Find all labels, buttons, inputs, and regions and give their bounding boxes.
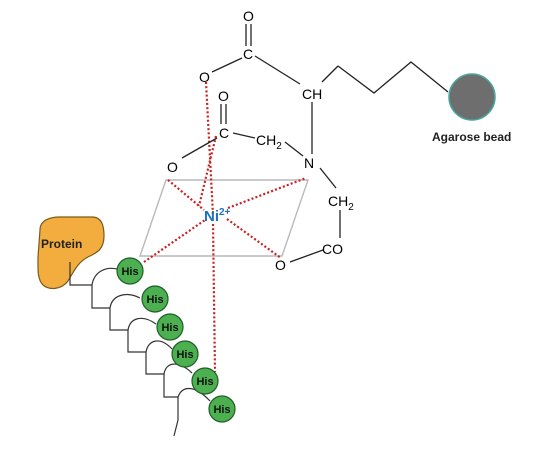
his-label-6: His (213, 404, 230, 416)
his-label-5: His (196, 376, 213, 388)
atom-c-top: C (243, 46, 253, 62)
coord-line-o-mid (197, 135, 218, 207)
his-label-1: His (121, 266, 138, 278)
nickel-ion-label: Ni2+ (204, 207, 231, 225)
coord-line-vertex-left (167, 179, 205, 211)
coord-line-his-bottom (211, 223, 217, 373)
nta-bonds (181, 24, 449, 263)
coord-line-o-ester (204, 81, 215, 216)
agarose-bead (448, 73, 496, 121)
linker-chain (337, 61, 449, 94)
his-label-4: His (176, 349, 193, 361)
atom-ch: CH (302, 86, 322, 102)
atom-o-ester: O (199, 69, 210, 85)
his-residue-4: His (171, 340, 199, 368)
his-label-3: His (161, 322, 178, 334)
coordination-plane (139, 179, 309, 257)
atom-o-left: O (167, 159, 178, 175)
coord-line-o-bottom (226, 218, 282, 259)
his-residue-2: His (141, 285, 169, 313)
atom-o-top: O (243, 8, 254, 24)
atom-o-mid: O (218, 88, 229, 104)
coord-line-n (227, 176, 307, 210)
atom-n: N (304, 155, 314, 171)
protein-label: Protein (41, 237, 82, 251)
atom-labels: O C O CH O C CH2 O N CH2 O CO (167, 8, 354, 273)
his-residue-1: His (116, 257, 144, 285)
atom-ch2-right: CH2 (328, 193, 354, 213)
atom-co: CO (322, 241, 343, 257)
his-residue-6: His (208, 395, 236, 423)
his-residue-3: His (156, 313, 184, 341)
protein-shape (37, 216, 105, 290)
his-residue-5: His (191, 367, 219, 395)
atom-o-bottom: O (275, 257, 286, 273)
coordination-bonds (143, 81, 307, 373)
his-label-2: His (146, 294, 163, 306)
atom-c-mid: C (219, 125, 229, 141)
atom-ch2-mid: CH2 (256, 132, 282, 152)
agarose-bead-label: Agarose bead (432, 130, 511, 144)
